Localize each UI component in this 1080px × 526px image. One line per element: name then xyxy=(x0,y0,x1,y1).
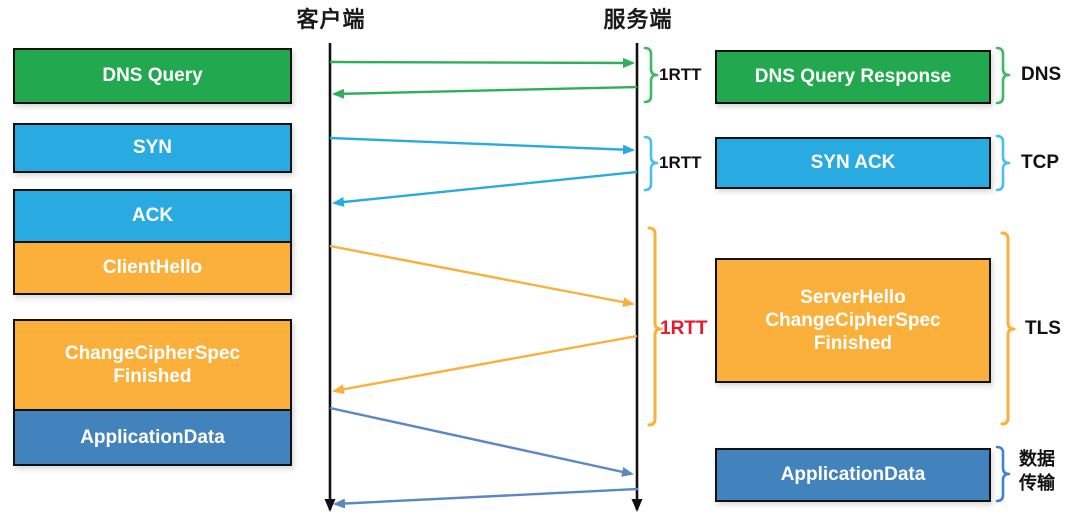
brace-tcp-phase xyxy=(995,134,1011,192)
brace-dns-phase xyxy=(995,46,1011,105)
client-lifeline-label: 客户端 xyxy=(296,7,366,32)
server-box-syn-ack: SYN ACK xyxy=(715,137,991,189)
brace-data-transfer-phase xyxy=(995,445,1011,503)
client-box-application-data: ApplicationData xyxy=(13,409,292,466)
client-box-client-hello: ClientHello xyxy=(13,241,292,295)
server-box-server-hello-change-cipher-spec-finished: ServerHello ChangeCipherSpec Finished xyxy=(715,258,991,383)
brace-dns-rtt xyxy=(643,46,659,104)
client-box-dns-query: DNS Query xyxy=(13,48,292,104)
server-lifeline-label: 服务端 xyxy=(603,7,673,32)
server-box-dns-query-response: DNS Query Response xyxy=(715,50,991,104)
rtt-label-tcp: 1RTT xyxy=(659,153,702,172)
arrow-syn xyxy=(329,136,635,155)
phase-label-data-transfer: 数据 传输 xyxy=(1019,449,1055,494)
brace-tcp-rtt xyxy=(643,135,659,192)
client-box-ack: ACK xyxy=(13,189,292,243)
arrow-server-hello xyxy=(332,334,638,395)
arrow-client-hello xyxy=(329,244,635,308)
arrow-syn-ack xyxy=(332,170,638,207)
phase-label-dns: DNS xyxy=(1021,64,1062,85)
arrow-application-data-response xyxy=(333,487,639,509)
phase-label-tls: TLS xyxy=(1025,318,1061,339)
arrow-application-data-request xyxy=(329,406,634,477)
brace-tls-phase xyxy=(1000,231,1016,426)
client-box-change-cipher-spec-finished: ChangeCipherSpec Finished xyxy=(13,319,292,411)
client-box-syn: SYN xyxy=(13,123,292,173)
rtt-label-tls: 1RTT xyxy=(660,318,708,339)
phase-label-tcp: TCP xyxy=(1021,152,1059,173)
server-box-application-data: ApplicationData xyxy=(715,448,991,502)
arrow-dns-query xyxy=(329,57,635,68)
rtt-label-dns: 1RTT xyxy=(659,65,702,84)
arrow-dns-response xyxy=(332,85,638,99)
